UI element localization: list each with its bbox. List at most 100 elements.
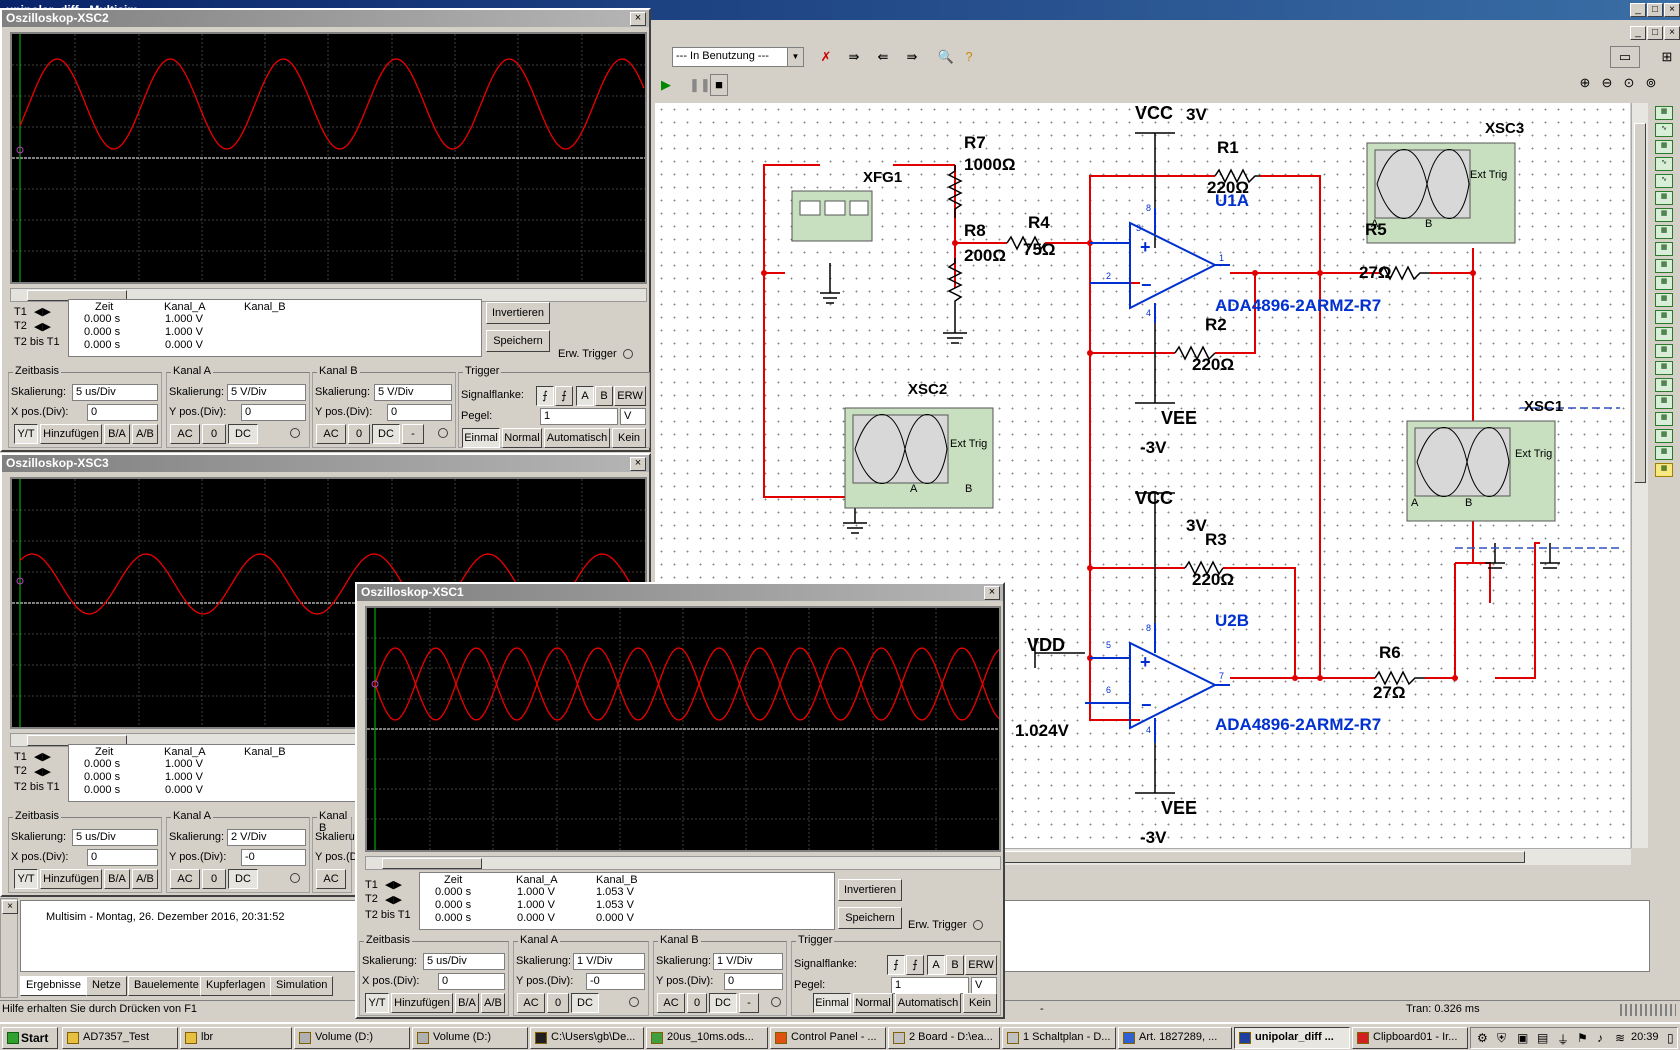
xsc1-level-input[interactable]: 1 xyxy=(891,977,969,994)
xsc1-b-scale-input[interactable]: 1 V/Div xyxy=(713,953,783,970)
hscroll-thumb[interactable] xyxy=(975,851,1525,863)
tab-nets[interactable]: Netze xyxy=(86,976,127,996)
close-button[interactable]: × xyxy=(1664,3,1680,17)
xsc3-ba-button[interactable]: B/A xyxy=(104,869,130,889)
xsc3-yt-button[interactable]: Y/T xyxy=(14,869,38,889)
xsc1-a-dc-button[interactable]: DC xyxy=(571,993,599,1013)
xsc1-ba-button[interactable]: B/A xyxy=(455,993,479,1013)
task-volume-d-2[interactable]: Volume (D:) xyxy=(412,1027,528,1049)
xsc1-add-button[interactable]: Hinzufügen xyxy=(391,993,453,1013)
shield-icon[interactable]: ⛨ xyxy=(1497,1031,1507,1045)
four-channel-scope-icon[interactable]: ∿ xyxy=(1655,174,1673,188)
agilent-scope-icon[interactable]: ▦ xyxy=(1655,378,1673,392)
doc-restore-button[interactable]: □ xyxy=(1647,26,1663,40)
tab-copper-layers[interactable]: Kupferlagen xyxy=(200,976,272,996)
xsc1-ab-button[interactable]: A/B xyxy=(481,993,505,1013)
task-clipboard[interactable]: Clipboard01 - Ir... xyxy=(1352,1027,1468,1049)
logic-converter-icon[interactable]: ▦ xyxy=(1655,242,1673,256)
xsc2-t1-arrows[interactable]: ◀▶ xyxy=(34,306,51,318)
xsc1-b-dc-button[interactable]: DC xyxy=(709,993,737,1013)
monitor-icon[interactable]: ▣ xyxy=(1517,1031,1529,1045)
xsc2-trig-a-button[interactable]: A xyxy=(576,386,594,406)
find-icon[interactable]: 🔍 xyxy=(937,49,955,64)
usb-icon[interactable]: ⏚ xyxy=(1557,1033,1570,1047)
xsc2-add-button[interactable]: Hinzufügen xyxy=(40,424,102,444)
xsc2-normal-button[interactable]: Normal xyxy=(502,428,542,448)
forward-annotate-icon[interactable]: ⇛ xyxy=(906,49,918,64)
tab-results[interactable]: Ergebnisse xyxy=(20,976,88,996)
task-volume-d-1[interactable]: Volume (D:) xyxy=(294,1027,410,1049)
run-icon[interactable]: ▶ xyxy=(661,77,671,92)
xsc1-level-unit[interactable]: V xyxy=(971,977,997,994)
xsc3-a-ypos-input[interactable]: -0 xyxy=(241,849,306,866)
xsc1-titlebar[interactable]: Oszilloskop-XSC1 xyxy=(357,584,1003,601)
oscilloscope-icon[interactable]: ∿ xyxy=(1655,157,1673,171)
xsc1-t2-arrows[interactable]: ◀▶ xyxy=(385,894,402,906)
spectrum-analyzer-icon[interactable]: ▦ xyxy=(1655,310,1673,324)
help-icon[interactable]: ? xyxy=(965,49,973,64)
xsc1-b-minus-button[interactable]: - xyxy=(739,993,759,1013)
zoom-area-icon[interactable]: ⊙ xyxy=(1623,75,1635,90)
xsc2-ext-trigger-terminal[interactable] xyxy=(623,349,633,359)
xsc1-a-scale-input[interactable]: 1 V/Div xyxy=(573,953,645,970)
xsc3-t2-arrows[interactable]: ◀▶ xyxy=(34,766,51,778)
logic-analyzer-icon[interactable]: ▦ xyxy=(1655,259,1673,273)
xsc2-yt-button[interactable]: Y/T xyxy=(14,424,38,444)
xsc2-close-button[interactable]: × xyxy=(630,12,646,26)
network-analyzer-icon[interactable]: ▦ xyxy=(1655,327,1673,341)
multimeter-icon[interactable]: ▦ xyxy=(1655,106,1673,120)
xsc3-timebase-scale-input[interactable]: 5 us/Div xyxy=(72,829,158,846)
zoom-in-icon[interactable]: ⊕ xyxy=(1579,75,1591,90)
xsc2-none-button[interactable]: Kein xyxy=(612,428,646,448)
xsc2-xpos-input[interactable]: 0 xyxy=(87,404,158,421)
doc-minimize-button[interactable]: _ xyxy=(1630,26,1646,40)
clock[interactable]: 20:39 xyxy=(1631,1031,1659,1043)
xsc1-a-zero-button[interactable]: 0 xyxy=(547,993,569,1013)
xsc1-a-ypos-input[interactable]: -0 xyxy=(586,973,645,990)
xsc2-a-terminal[interactable] xyxy=(290,428,300,438)
xsc2-titlebar[interactable]: Oszilloskop-XSC2 xyxy=(2,10,649,27)
xsc3-a-terminal[interactable] xyxy=(290,873,300,883)
labview-instrument-icon[interactable]: ▦ xyxy=(1655,412,1673,426)
back-annotate-icon[interactable]: ⇚ xyxy=(877,49,889,64)
zoom-fit-icon[interactable]: ⊚ xyxy=(1645,75,1657,90)
xsc2-b-zero-button[interactable]: 0 xyxy=(348,424,370,444)
xsc2-a-dc-button[interactable]: DC xyxy=(228,424,258,444)
task-ad7357[interactable]: AD7357_Test xyxy=(62,1027,178,1049)
xsc1-trig-ext-button[interactable]: ERW xyxy=(965,955,997,975)
ni-elvis-icon[interactable]: ▦ xyxy=(1655,429,1673,443)
tab-simulation[interactable]: Simulation xyxy=(270,976,334,996)
stop-icon[interactable]: ■ xyxy=(710,74,728,96)
maximize-button[interactable]: □ xyxy=(1647,3,1663,17)
vscroll-thumb[interactable] xyxy=(1634,123,1646,483)
xsc2-level-unit[interactable]: V xyxy=(620,408,646,425)
xsc3-a-dc-button[interactable]: DC xyxy=(228,869,258,889)
xsc1-normal-button[interactable]: Normal xyxy=(853,993,893,1013)
battery-icon[interactable]: ▤ xyxy=(1537,1031,1549,1045)
xsc2-ab-button[interactable]: A/B xyxy=(132,424,158,444)
xsc1-b-zero-button[interactable]: 0 xyxy=(687,993,707,1013)
function-generator-icon[interactable]: ∿ xyxy=(1655,123,1673,137)
xsc2-single-button[interactable]: Einmal xyxy=(462,428,500,448)
xsc1-t1-arrows[interactable]: ◀▶ xyxy=(385,879,402,891)
xsc3-t1-arrows[interactable]: ◀▶ xyxy=(34,751,51,763)
xsc3-titlebar[interactable]: Oszilloskop-XSC3 xyxy=(2,455,649,472)
task-users-folder[interactable]: C:\Users\gb\De... xyxy=(530,1027,644,1049)
tab-components[interactable]: Bauelemente xyxy=(128,976,205,996)
xsc1-save-button[interactable]: Speichern xyxy=(838,907,902,929)
xsc1-invert-button[interactable]: Invertieren xyxy=(838,879,902,901)
pause-icon[interactable]: ❚❚ xyxy=(689,77,711,92)
xsc2-t2-arrows[interactable]: ◀▶ xyxy=(34,321,51,333)
xsc2-a-ac-button[interactable]: AC xyxy=(170,424,200,444)
xsc1-timebase-scale-input[interactable]: 5 us/Div xyxy=(423,953,505,970)
xsc2-trig-b-button[interactable]: B xyxy=(595,386,613,406)
xsc1-trig-a-button[interactable]: A xyxy=(927,955,945,975)
xsc2-auto-button[interactable]: Automatisch xyxy=(544,428,610,448)
bode-plotter-icon[interactable]: ▦ xyxy=(1655,191,1673,205)
xsc1-screen[interactable] xyxy=(365,606,1001,852)
xsc2-b-scale-input[interactable]: 5 V/Div xyxy=(374,384,452,401)
xsc1-b-ac-button[interactable]: AC xyxy=(657,993,685,1013)
xsc3-a-ac-button[interactable]: AC xyxy=(170,869,200,889)
doc-close-button[interactable]: × xyxy=(1664,26,1680,40)
agilent-generator-icon[interactable]: ▦ xyxy=(1655,344,1673,358)
